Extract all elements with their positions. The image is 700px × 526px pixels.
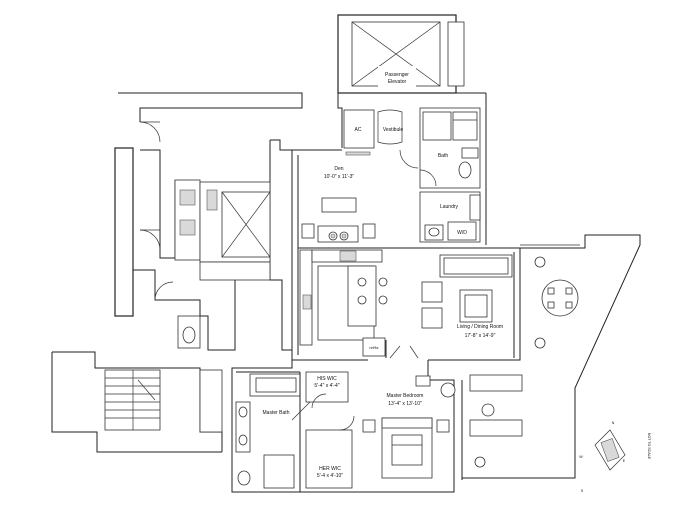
compass: N W E S NOT TO SCALE [579, 421, 651, 493]
ac-label: AC [355, 127, 362, 133]
wd-label: W/D [457, 230, 467, 236]
living-dining: Living / Dining Room 17'-8" x 14'-9" [389, 247, 521, 361]
laundry-label: Laundry [440, 204, 459, 210]
compass-n: N [612, 421, 615, 425]
powder-room-left [177, 315, 201, 349]
his-wic-dims: 5'-4" x 4'-4" [314, 383, 339, 389]
bath-label: Bath [438, 153, 449, 159]
living-label: Living / Dining Room [457, 324, 503, 330]
unit-walls: AC Vestibule Bath Laundry W/D [291, 92, 487, 361]
bedroom-wing: Master Bath HIS WIC 5'-4" x 4'-4" HER WI… [231, 360, 456, 493]
elevator-label-2: Elevator [388, 79, 407, 85]
compass-note: NOT TO SCALE [647, 433, 651, 460]
compass-w: W [579, 455, 583, 459]
kitchen: ref/frz [299, 249, 388, 358]
den-label: Den [334, 166, 343, 172]
living-dims: 17'-8" x 14'-9" [465, 333, 496, 339]
vestibule-label: Vestibule [383, 127, 404, 133]
his-wic-label: HIS WIC [317, 376, 337, 382]
her-wic-dims: 5'-4 x 4'-10" [317, 473, 343, 479]
terrace [461, 234, 641, 480]
den-dims: 10'-0" x 11'-3" [324, 174, 355, 180]
passenger-elevator: Passenger Elevator [337, 14, 465, 94]
den: Den 10'-0" x 11'-3" [301, 166, 376, 243]
elevator-core-left [174, 179, 271, 281]
her-wic-label: HER WIC [319, 466, 341, 472]
corridor-outline [114, 92, 303, 351]
compass-e: E [623, 459, 626, 463]
master-bath-label: Master Bath [263, 410, 290, 416]
compass-s: S [581, 489, 584, 493]
master-bed-label: Master Bedroom [387, 393, 424, 399]
elevator-label-1: Passenger [385, 72, 409, 78]
stair [51, 351, 223, 453]
ref-label: ref/frz [369, 346, 378, 350]
master-bed-dims: 13'-4" x 13'-10" [388, 401, 422, 407]
